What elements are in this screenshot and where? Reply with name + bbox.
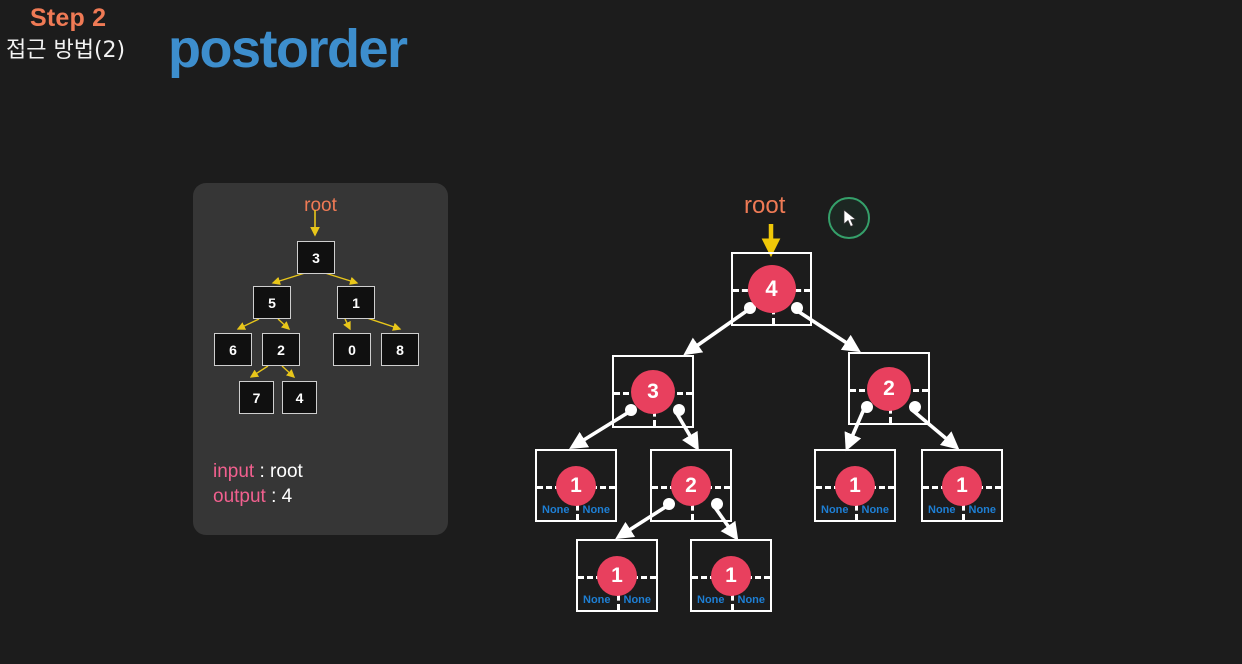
none-pointer-label: None	[582, 504, 611, 516]
node-value-circle: 4	[747, 265, 796, 313]
mini-tree-node: 0	[333, 333, 371, 366]
mini-tree-node: 5	[253, 286, 291, 319]
tree-node: 2	[650, 449, 732, 522]
mini-tree-node: 7	[239, 381, 274, 414]
node-value-circle: 1	[711, 555, 751, 596]
none-pointer-label: None	[968, 504, 997, 516]
mini-tree-node: 8	[381, 333, 419, 366]
traversal-keyword: postorder	[168, 19, 408, 79]
io-output-value: 4	[281, 486, 293, 507]
io-input-line: input : root	[213, 461, 303, 483]
node-value-circle: 3	[631, 369, 675, 414]
mouse-pointer-icon	[843, 209, 857, 227]
header: Step 2 접근 방법(2) postorder	[0, 0, 470, 95]
none-pointer-label: None	[861, 504, 890, 516]
io-output-key: output	[213, 486, 266, 507]
none-pointer-label: None	[697, 594, 725, 606]
io-output-sep: :	[265, 486, 282, 507]
tree-node: 4	[731, 252, 812, 326]
node-value-circle: 1	[835, 465, 875, 506]
mini-tree-node: 4	[282, 381, 317, 414]
none-pointer-label: None	[542, 504, 570, 516]
step-title: Step 2	[30, 4, 107, 32]
io-input-value: root	[270, 461, 303, 482]
node-value-circle: 2	[867, 366, 911, 411]
child-pointer-dot	[672, 404, 685, 417]
node-value-circle: 2	[671, 465, 711, 506]
none-pointer-label: None	[821, 504, 849, 516]
tree-node: 3	[612, 355, 694, 428]
child-pointer-dot	[625, 404, 638, 417]
none-pointer-label: None	[928, 504, 956, 516]
child-pointer-dot	[790, 302, 803, 315]
io-input-key: input	[213, 461, 255, 482]
child-pointer-dot	[861, 401, 874, 414]
tree-node: 2	[848, 352, 930, 425]
mini-tree-node: 3	[297, 241, 335, 274]
node-value-circle: 1	[556, 465, 596, 506]
mini-tree-node: 2	[262, 333, 300, 366]
child-pointer-dot	[908, 401, 921, 414]
tree-root-label: root	[744, 192, 786, 219]
none-pointer-label: None	[583, 594, 611, 606]
none-pointer-label: None	[623, 594, 652, 606]
none-pointer-label: None	[737, 594, 766, 606]
step-subtitle: 접근 방법(2)	[6, 38, 126, 63]
io-input-sep: :	[254, 461, 271, 482]
child-pointer-dot	[663, 498, 676, 511]
node-value-circle: 1	[597, 555, 637, 596]
mini-tree-node: 6	[214, 333, 252, 366]
node-value-circle: 1	[942, 465, 982, 506]
mini-root-label: root	[304, 195, 337, 216]
io-output-line: output : 4	[213, 486, 292, 508]
child-pointer-dot	[710, 498, 723, 511]
mini-tree-node: 1	[337, 286, 375, 319]
